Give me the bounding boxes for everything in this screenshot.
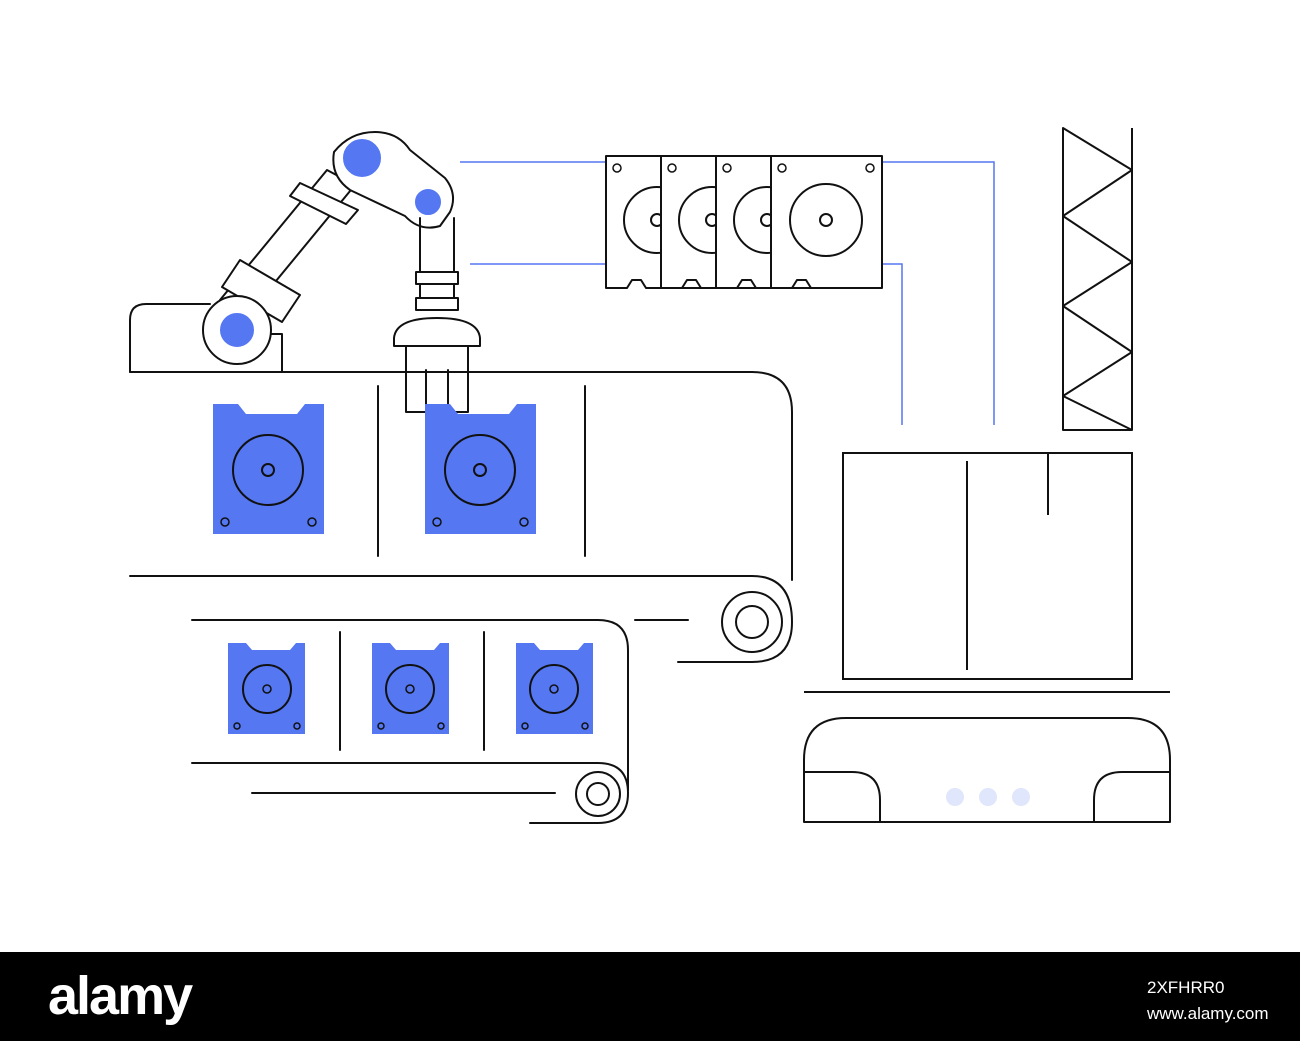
status-light-3 xyxy=(1012,788,1030,806)
image-id-label: 2XFHRR0 xyxy=(1147,978,1225,997)
conveyor-upper xyxy=(129,371,794,663)
hard-drive-blue-1 xyxy=(213,404,324,534)
brand-logo[interactable]: alamy xyxy=(48,966,193,1026)
robot-wrist-joint xyxy=(415,189,441,215)
status-light-1 xyxy=(946,788,964,806)
site-url-link[interactable]: www.alamy.com xyxy=(1147,1004,1269,1023)
truss-tower xyxy=(1062,127,1133,431)
hard-drive-small-3 xyxy=(516,643,593,734)
robot-wrist-column xyxy=(419,217,455,273)
shipping-box xyxy=(842,452,1133,680)
illustration-canvas xyxy=(129,127,1171,824)
watermark-footer: alamy 2XFHRR0 www.alamy.com xyxy=(0,952,1300,1041)
hard-drive-small-2 xyxy=(372,643,449,734)
stacked-drive-4 xyxy=(770,155,883,289)
status-light-2 xyxy=(979,788,997,806)
robot-elbow-joint xyxy=(343,139,381,177)
agv-robot xyxy=(803,691,1171,823)
connector-lines xyxy=(460,161,995,425)
robot-gripper xyxy=(393,317,481,347)
hard-drive-blue-2 xyxy=(425,404,536,534)
robot-lower-arm xyxy=(219,169,359,323)
conveyor-lower xyxy=(191,619,630,824)
stacked-drives xyxy=(605,155,883,289)
hard-drive-small-1 xyxy=(228,643,305,734)
